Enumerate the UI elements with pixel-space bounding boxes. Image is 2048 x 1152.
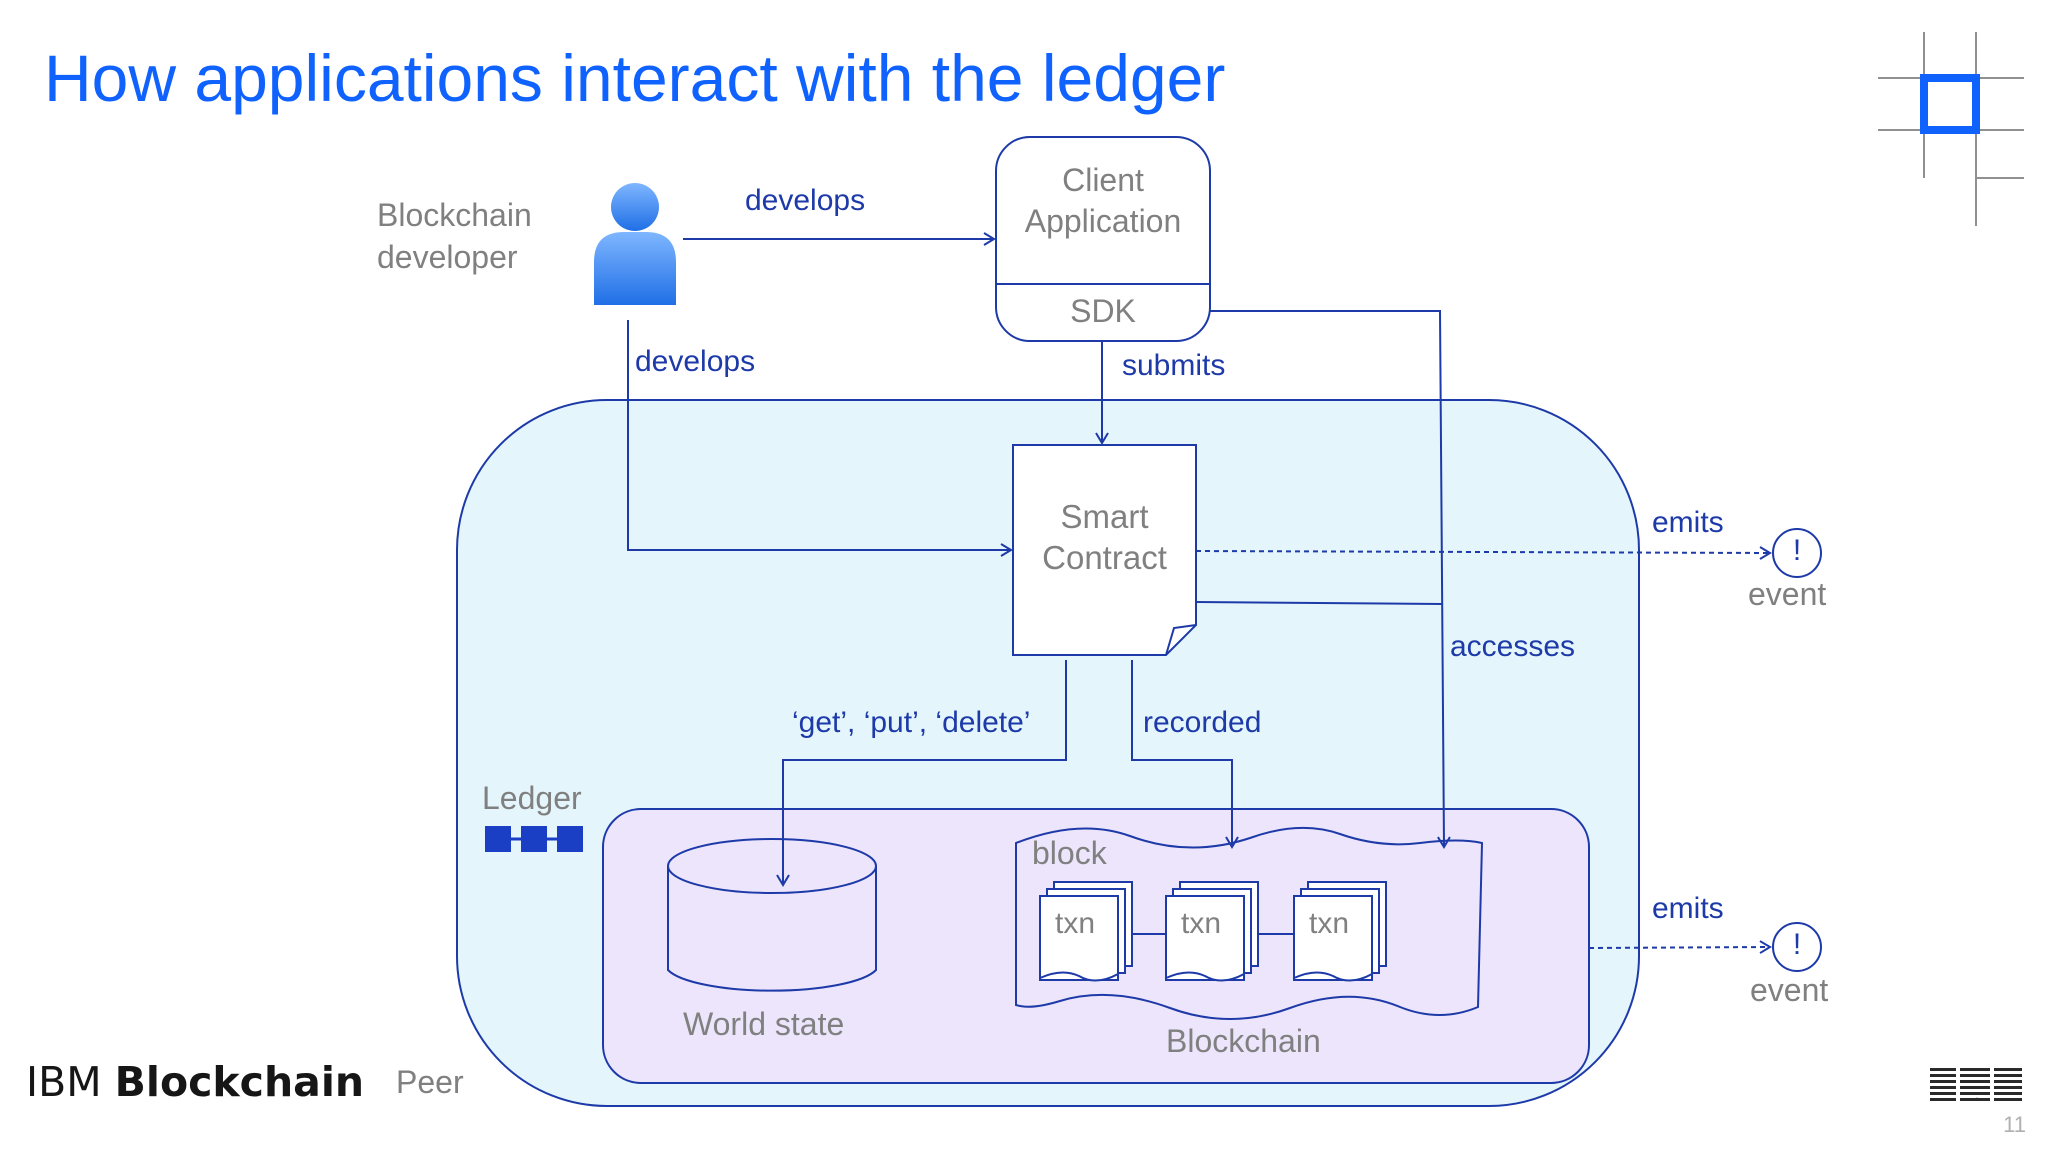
accesses-label: accesses	[1450, 630, 1576, 663]
page-number: 11	[2003, 1112, 2026, 1137]
block-label: block	[1032, 835, 1107, 871]
txn-label-1: txn	[1054, 907, 1096, 940]
event-bottom-label: event	[1750, 972, 1829, 1008]
txn-label-3: txn	[1308, 907, 1350, 940]
emits-bottom-label: emits	[1652, 892, 1724, 925]
brand-wordmark: IBM Blockchain	[26, 1058, 365, 1106]
ibm-logo	[1930, 1066, 2022, 1104]
txn-stack-2	[1165, 881, 1259, 982]
event-top-label: event	[1748, 576, 1827, 612]
developer-label: Blockchain developer	[377, 197, 532, 275]
txn-label-2: txn	[1180, 907, 1222, 940]
edge-emits-ledger	[1588, 940, 1772, 954]
edge-get-put-delete	[776, 660, 1067, 887]
blockchain-grid-icon	[1878, 32, 2024, 226]
world-state-cylinder	[667, 838, 877, 992]
submits-label: submits	[1122, 349, 1226, 382]
txn-stack-3	[1293, 881, 1387, 982]
client-application-label: Client Application	[1024, 162, 1182, 239]
blockchain-block	[1015, 826, 1484, 1020]
sdk-label: SDK	[1070, 293, 1136, 329]
edge-accesses	[1210, 310, 1451, 849]
ledger-chain-icon	[485, 826, 583, 852]
event-symbol-bottom: !	[1792, 928, 1802, 961]
page-title: How applications interact with the ledge…	[44, 41, 1226, 115]
smart-contract-label: Smart Contract	[1042, 498, 1167, 576]
event-symbol-top: !	[1792, 534, 1802, 567]
ledger-label: Ledger	[482, 780, 582, 816]
svg-text:IBM: IBM	[1976, 1097, 1978, 1099]
peer-label: Peer	[396, 1064, 464, 1100]
blockchain-label: Blockchain	[1166, 1023, 1321, 1059]
edge-develops-contract	[627, 320, 1013, 557]
event-circle-bottom	[1772, 922, 1822, 972]
client-application-box	[995, 136, 1211, 342]
edge-emits-contract	[1195, 546, 1772, 560]
smart-contract-box	[1012, 444, 1197, 656]
person-icon	[594, 183, 676, 305]
edge-contract-accesses	[1195, 601, 1443, 605]
emits-top-label: emits	[1652, 506, 1724, 539]
get-put-delete-label: ‘get’, ‘put’, ‘delete’	[792, 706, 1031, 739]
txn-stack-1	[1039, 881, 1133, 982]
event-circle-top	[1772, 528, 1822, 578]
edge-recorded	[1131, 660, 1239, 849]
develops-contract-label: develops	[635, 345, 756, 378]
world-state-label: World state	[683, 1006, 845, 1042]
recorded-label: recorded	[1143, 706, 1262, 739]
develops-app-label: develops	[745, 184, 866, 217]
